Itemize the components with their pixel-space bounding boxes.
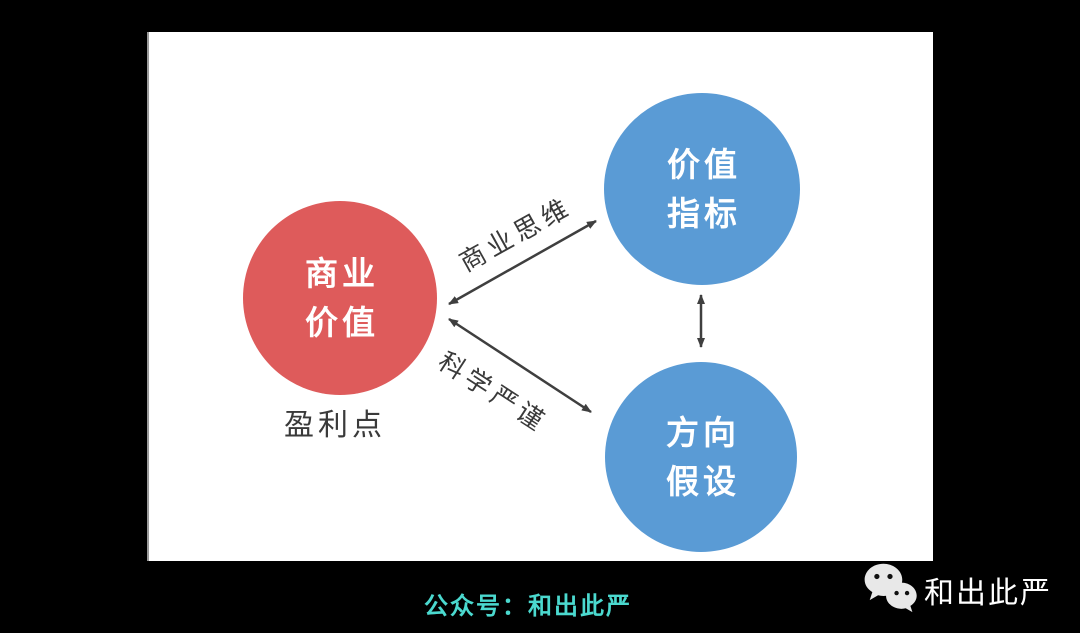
node-label-line: 价值: [305, 303, 379, 342]
wechat-icon: [864, 563, 917, 613]
node-direction-hypothesis: 方向 假设: [605, 362, 797, 552]
node-label-line: 方向: [666, 413, 740, 452]
node-label-line: 假设: [666, 462, 740, 501]
node-business-value: 商业 价值: [243, 201, 437, 395]
node-label-line: 商业: [305, 254, 379, 293]
brand-name: 和出此严: [924, 576, 1052, 611]
footer-caption: 公众号：和出此严: [424, 592, 632, 620]
node-label-line: 价值: [667, 145, 741, 184]
node-label-line: 指标: [667, 194, 741, 233]
brand-mark: 和出此严: [862, 560, 1052, 620]
annotation-profit-point: 盈利点: [284, 408, 386, 443]
node-value-metrics: 价值 指标: [604, 93, 800, 285]
